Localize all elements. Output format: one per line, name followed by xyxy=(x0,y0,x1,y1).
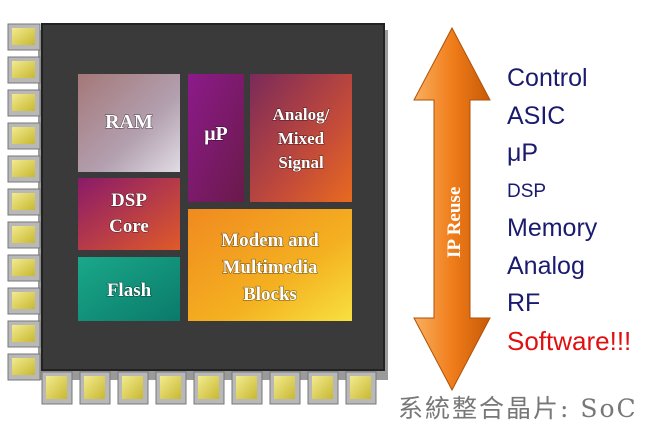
analog-label-line1: Analog/ xyxy=(273,105,330,124)
bottom-pin-pad xyxy=(312,376,333,399)
left-pin-pad xyxy=(12,127,35,144)
flash-label: Flash xyxy=(107,280,152,301)
ram-block xyxy=(78,74,180,172)
left-pin-pad xyxy=(12,28,35,45)
bottom-pin-pad xyxy=(274,376,295,399)
bottom-pin-pad xyxy=(160,376,181,399)
modem-label-line1: Modem and xyxy=(221,230,319,251)
ram-label: RAM xyxy=(105,111,153,133)
microprocessor-label: μP xyxy=(204,123,228,145)
modem-multimedia-block xyxy=(188,209,352,321)
flash-block xyxy=(78,257,180,321)
left-pin-pad xyxy=(12,94,35,111)
ip-list: Control ASIC μP DSP Memory Analog RF Sof… xyxy=(507,60,631,360)
bottom-pin-pad xyxy=(350,376,371,399)
dsp-label-line1: DSP xyxy=(111,190,147,211)
ip-list-item-memory: Memory xyxy=(507,214,598,242)
ip-list-item-control: Control xyxy=(507,64,588,92)
left-pin-pad xyxy=(12,325,35,342)
left-pin-pad xyxy=(12,61,35,78)
dsp-label-line2: Core xyxy=(109,216,149,237)
bottom-pin-pad xyxy=(198,376,219,399)
bottom-pins xyxy=(41,371,377,405)
microprocessor-block xyxy=(188,74,244,202)
left-pin-pad xyxy=(12,226,35,243)
ip-list-item-analog: Analog xyxy=(507,251,585,280)
analog-mixed-signal-block xyxy=(250,74,352,202)
left-pins xyxy=(7,23,41,381)
bottom-pin-pad xyxy=(122,376,143,399)
bottom-pin-pad xyxy=(46,376,67,399)
left-pin-pad xyxy=(12,292,35,309)
bottom-pin-pad xyxy=(236,376,257,399)
left-pin-pad xyxy=(12,358,35,375)
ip-list-item-asic: ASIC xyxy=(507,101,566,130)
dsp-core-block xyxy=(78,178,180,250)
modem-label-line2: Multimedia xyxy=(223,257,318,278)
ip-list-item-rf: RF xyxy=(507,289,541,317)
ip-list-item-dsp: DSP xyxy=(507,180,547,202)
chip-die-border xyxy=(41,23,385,371)
left-pin-pad xyxy=(12,259,35,276)
bottom-pin-pad xyxy=(84,376,105,399)
analog-label-line3: Signal xyxy=(278,153,324,172)
ip-reuse-label: IP Reuse xyxy=(444,187,465,258)
ip-list-item-up: μP xyxy=(507,139,539,167)
modem-label-line3: Blocks xyxy=(243,284,297,305)
analog-label-line2: Mixed xyxy=(278,129,325,148)
caption: 系統整合晶片: SoC xyxy=(398,394,638,423)
ip-reuse-double-arrow xyxy=(413,26,491,392)
left-pin-pad xyxy=(12,160,35,177)
left-pin-pad xyxy=(12,193,35,210)
ip-list-item-software: Software!!! xyxy=(507,325,632,356)
